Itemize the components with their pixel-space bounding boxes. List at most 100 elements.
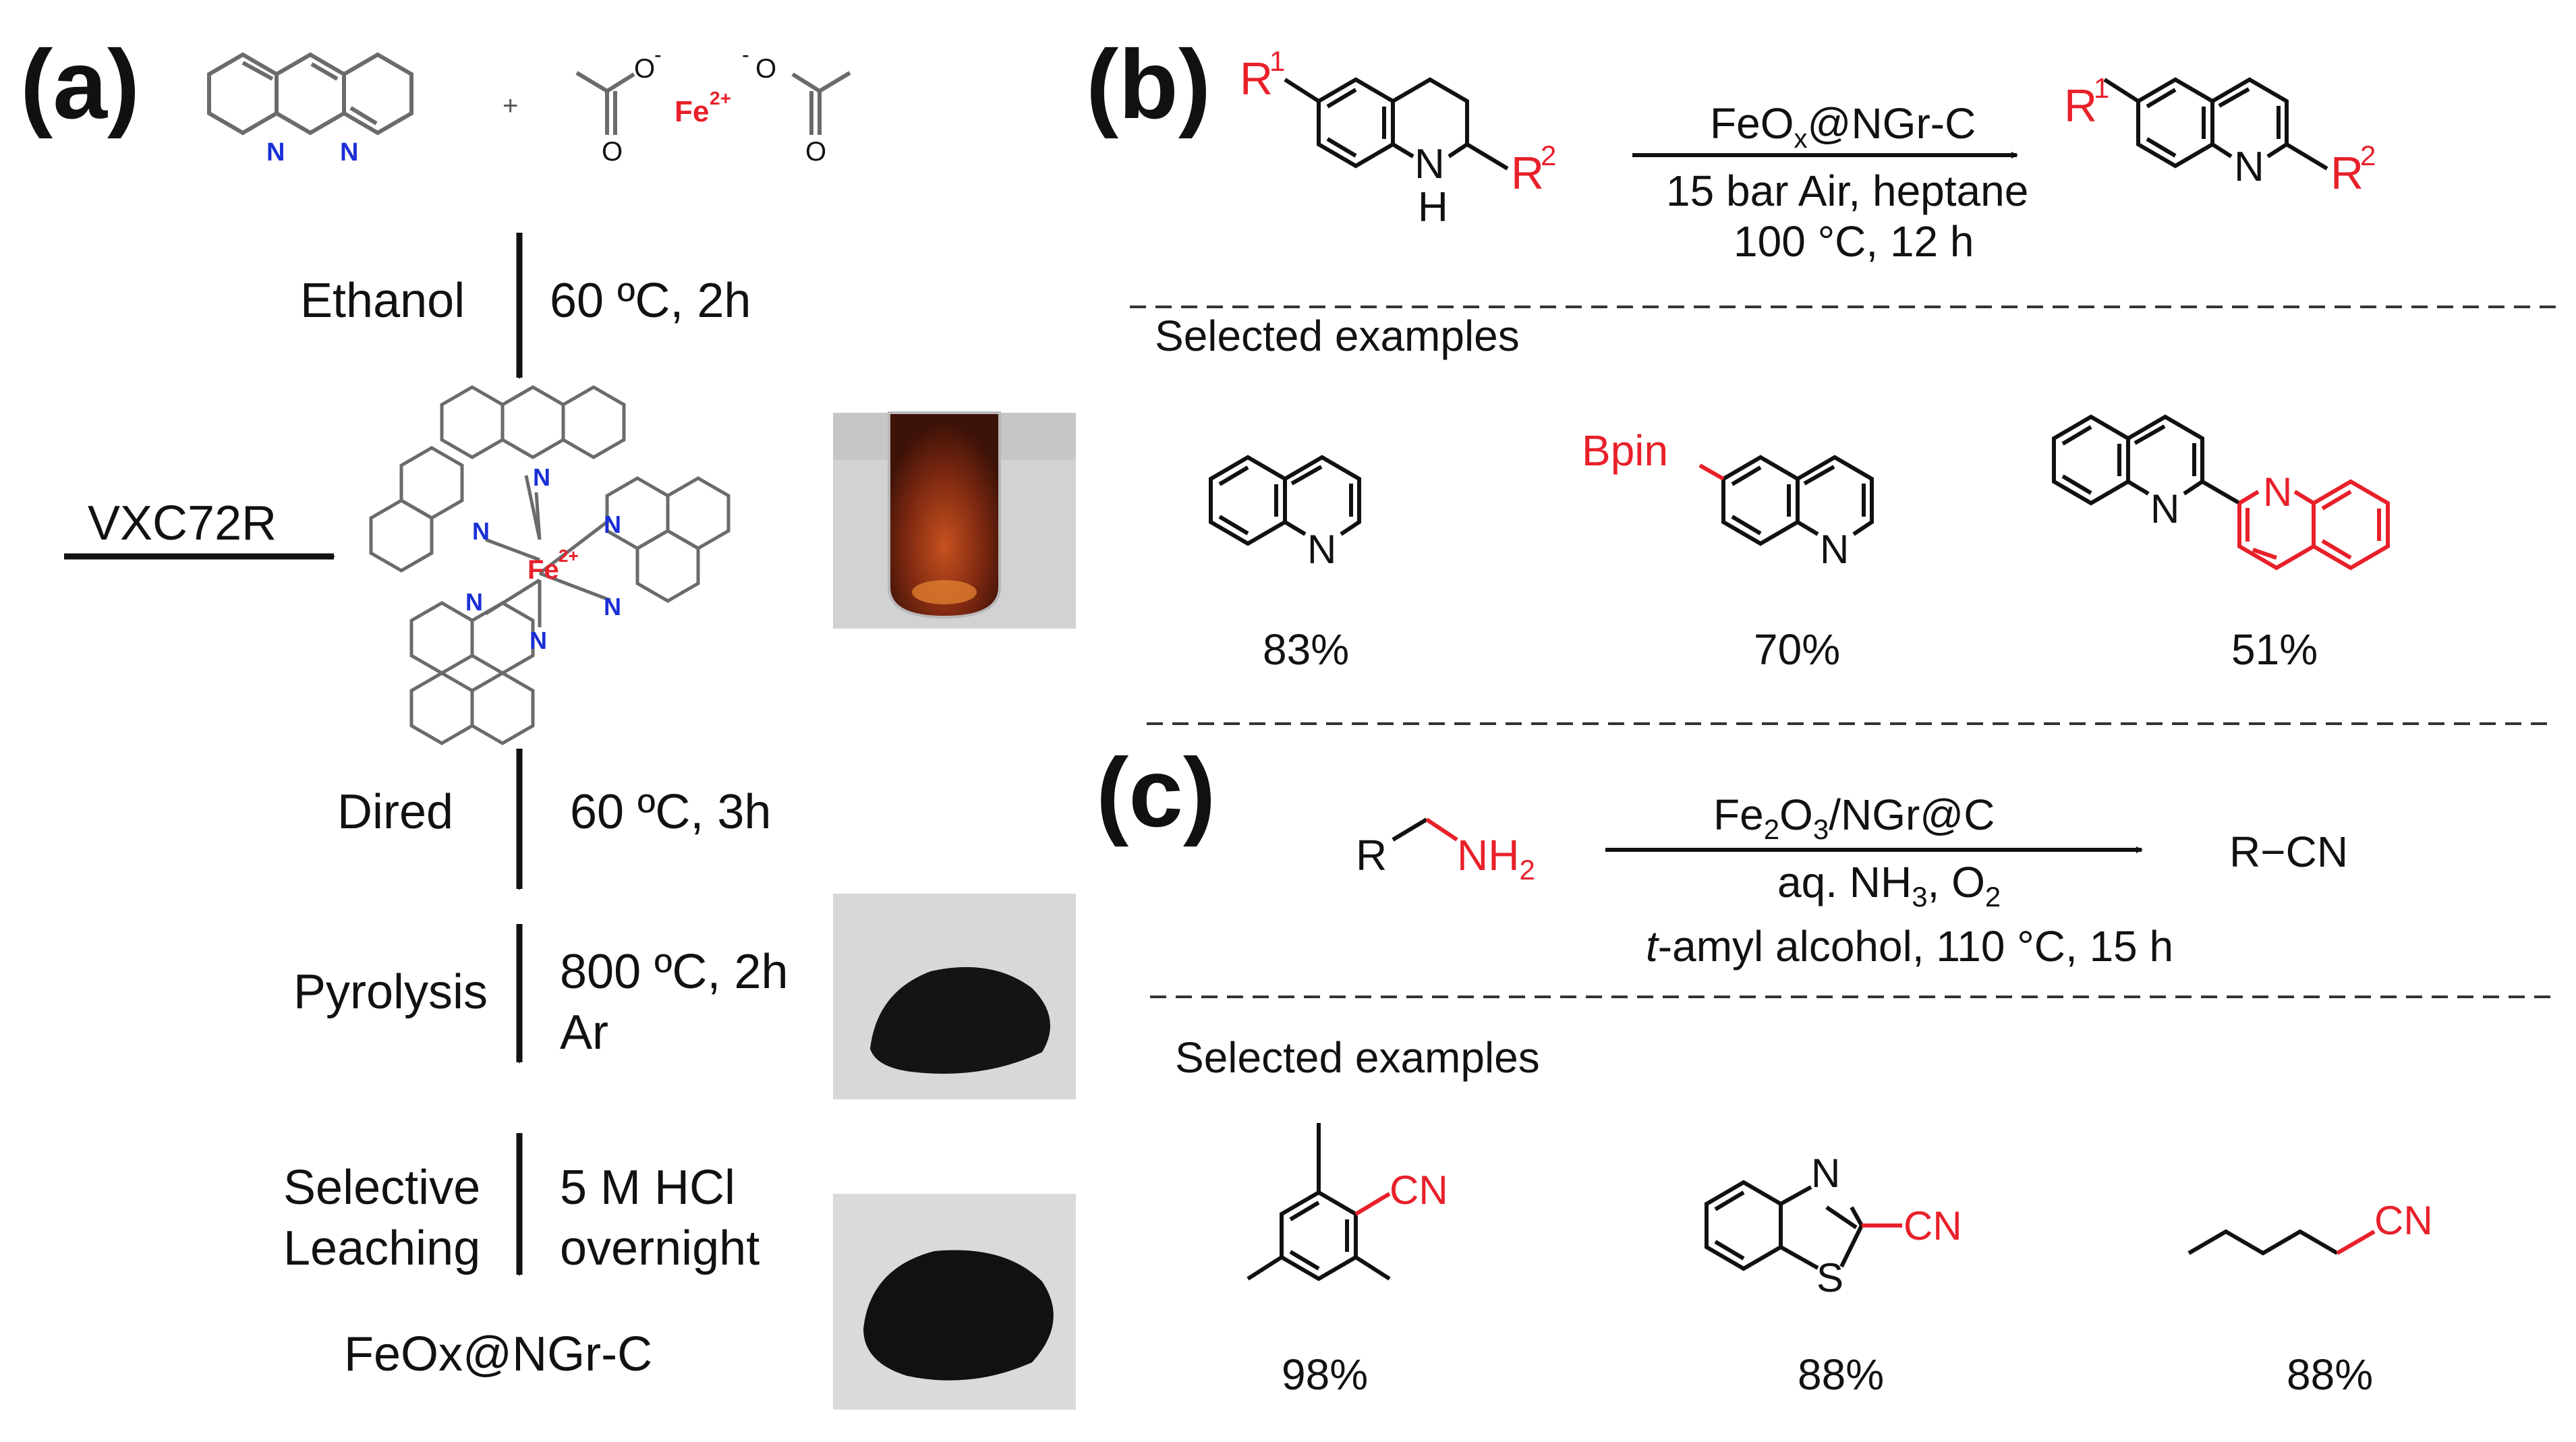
amine-nh: NH bbox=[1457, 831, 1519, 879]
example-quinoline-n: N bbox=[1307, 527, 1336, 572]
phen-n-right: N bbox=[340, 138, 358, 167]
pyrolysis-powder-photo bbox=[833, 894, 1076, 1099]
reactant-r1-sup: 1 bbox=[1269, 45, 1285, 77]
complex-n-4: N bbox=[604, 593, 621, 621]
catalyst-c: Fe2O3/NGr@C bbox=[1713, 790, 1995, 845]
panel-b-label: (b) bbox=[1086, 30, 1211, 139]
panel-a: (a) N N + O - O Fe 2+ - O bbox=[20, 30, 1076, 1410]
amine-bond-2 bbox=[1425, 817, 1458, 842]
acetate-o-right-bottom: O bbox=[805, 137, 826, 167]
complex-fe-charge: 2+ bbox=[559, 546, 579, 566]
step3-conditions-2: Ar bbox=[560, 1006, 608, 1060]
acetate-o-right: O bbox=[755, 54, 776, 84]
step4-operation-2: Leaching bbox=[283, 1221, 480, 1275]
conditions-c-nh3: aq. NH bbox=[1777, 858, 1912, 906]
complex-n-5: N bbox=[465, 588, 483, 616]
quinoline-product bbox=[2103, 77, 2328, 171]
amine-r: R bbox=[1356, 831, 1387, 879]
mesityl-cn-label: CN bbox=[1390, 1167, 1448, 1213]
leached-powder-photo bbox=[833, 1194, 1076, 1410]
yield-b-2: 70% bbox=[1754, 625, 1840, 674]
alkyl-cn-bond bbox=[2336, 1230, 2376, 1255]
biquinoline-n-2: N bbox=[2263, 469, 2292, 515]
step2-operation: Dired bbox=[337, 785, 453, 839]
step1-conditions: 60 ºC, 2h bbox=[550, 274, 751, 328]
acetate-charge-left: - bbox=[654, 42, 662, 67]
step4-operation-1: Selective bbox=[283, 1161, 480, 1215]
reactant-nh-h: H bbox=[1418, 184, 1448, 231]
catalyst-b: FeOx@NGr-C bbox=[1710, 99, 1976, 154]
fe-ion-charge: 2+ bbox=[710, 88, 731, 109]
iron-acetate-structure bbox=[575, 71, 851, 135]
support-label: VXC72R bbox=[88, 496, 277, 550]
conditions-c-t: t bbox=[1646, 922, 1659, 971]
product-r2: R bbox=[2330, 148, 2364, 199]
complex-n-2: N bbox=[472, 517, 490, 545]
step3-conditions-1: 800 ºC, 2h bbox=[560, 945, 789, 999]
conditions-c-solvent: -amyl alcohol, 110 °C, 15 h bbox=[1658, 922, 2173, 971]
examples-heading-c: Selected examples bbox=[1175, 1033, 1540, 1082]
yield-c-1: 98% bbox=[1282, 1350, 1368, 1399]
bpin-bond bbox=[1698, 463, 1725, 481]
acetate-o-left-bottom: O bbox=[602, 137, 623, 167]
example-quinoline bbox=[1209, 455, 1361, 546]
product-r1-sup: 1 bbox=[2094, 72, 2109, 104]
complex-n-6: N bbox=[529, 627, 547, 654]
complex-fe-label: Fe bbox=[527, 555, 559, 585]
conditions-c-o2: , O bbox=[1928, 858, 1985, 906]
example-bpin-quinoline bbox=[1721, 455, 1874, 546]
conditions-c-nh3-sub: 3 bbox=[1912, 881, 1927, 913]
benzothiazole-s: S bbox=[1816, 1255, 1843, 1300]
example-biquinoline-second-unit bbox=[2237, 479, 2390, 571]
step4-conditions-2: overnight bbox=[560, 1221, 760, 1275]
conditions-b-1: 15 bar Air, heptane bbox=[1666, 167, 2028, 215]
reactant-r2-sup: 2 bbox=[1541, 140, 1556, 171]
panel-c-label: (c) bbox=[1096, 738, 1215, 847]
complex-n-3: N bbox=[604, 511, 621, 538]
catalyst-c-rest: /NGr@C bbox=[1829, 790, 1995, 839]
example-alkyl-nitrile bbox=[2187, 1229, 2339, 1256]
catalyst-b-sub: x bbox=[1794, 124, 1807, 154]
acetate-charge-right: - bbox=[742, 42, 749, 67]
complex-n-1: N bbox=[533, 463, 550, 491]
examples-heading-b: Selected examples bbox=[1155, 312, 1520, 360]
reactant-r2: R bbox=[1511, 148, 1544, 199]
amine-bond-1 bbox=[1392, 817, 1428, 842]
benzothiazole-cn-label: CN bbox=[1904, 1203, 1962, 1248]
catalyst-c-fe: Fe bbox=[1713, 790, 1764, 839]
fe-ion-label: Fe bbox=[675, 95, 709, 128]
tetrahydroquinoline-reactant bbox=[1284, 77, 1509, 171]
panel-c: (c) R NH2 Fe2O3/NGr@C aq. NH3, O2 t-amyl… bbox=[1096, 738, 2556, 1399]
yield-b-3: 51% bbox=[2231, 625, 2318, 674]
step3-operation: Pyrolysis bbox=[293, 965, 488, 1019]
phen-n-left: N bbox=[266, 138, 285, 167]
amine-nh2: NH2 bbox=[1457, 831, 1535, 886]
product-r2-sup: 2 bbox=[2360, 140, 2376, 171]
step1-solvent: Ethanol bbox=[300, 274, 465, 328]
example-benzothiazole-nitrile bbox=[1705, 1180, 1864, 1271]
catalyst-c-sub-1: 2 bbox=[1764, 813, 1779, 845]
solution-photo bbox=[833, 411, 1076, 629]
panel-b: (b) R 1 N H R 2 FeOx@NGr-C 15 bar Air, h… bbox=[1086, 30, 2556, 725]
nitrile-product: R−CN bbox=[2229, 828, 2348, 876]
acetate-o-left: O bbox=[634, 54, 655, 84]
conditions-b-2: 100 °C, 12 h bbox=[1734, 217, 1974, 266]
reactant-r1: R bbox=[1240, 53, 1273, 105]
step2-conditions: 60 ºC, 3h bbox=[570, 785, 771, 839]
bpin-label: Bpin bbox=[1582, 426, 1668, 475]
step4-conditions-1: 5 M HCl bbox=[560, 1161, 735, 1215]
plus-sign: + bbox=[503, 91, 518, 121]
alkyl-cn-label: CN bbox=[2374, 1198, 2433, 1243]
yield-c-3: 88% bbox=[2287, 1350, 2373, 1399]
example-biquinoline bbox=[2052, 414, 2241, 506]
panel-a-label: (a) bbox=[20, 30, 140, 139]
yield-b-1: 83% bbox=[1263, 625, 1349, 674]
biquinoline-n-1: N bbox=[2150, 486, 2179, 531]
catalyst-c-sub-2: 3 bbox=[1813, 813, 1829, 845]
catalyst-c-o: O bbox=[1779, 790, 1813, 839]
conditions-c-2: aq. NH3, O2 bbox=[1777, 858, 2001, 913]
catalyst-b-pre: FeO bbox=[1710, 99, 1794, 148]
conditions-c-o2-sub: 2 bbox=[1985, 881, 2001, 913]
yield-c-2: 88% bbox=[1798, 1350, 1884, 1399]
